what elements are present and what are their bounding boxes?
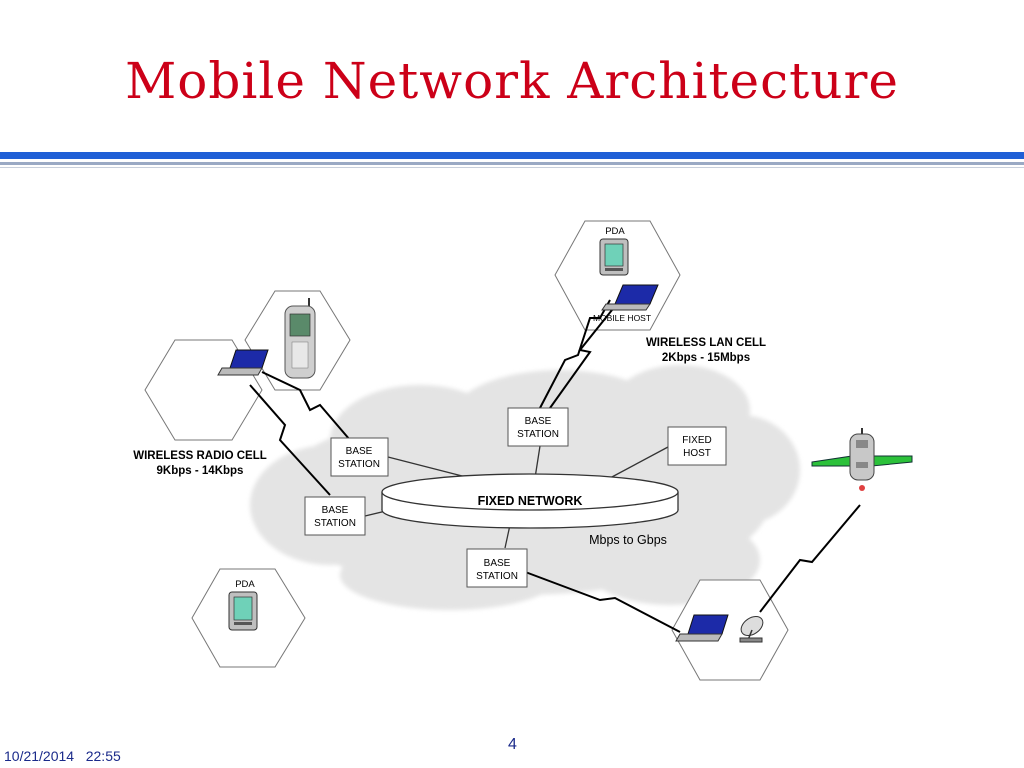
pda-bottom-icon <box>228 591 258 631</box>
fixed-network-label: FIXED NETWORK <box>478 494 583 508</box>
wireless-radio-cell-label: WIRELESS RADIO CELL <box>133 450 267 462</box>
base-station-label: STATION <box>476 571 518 582</box>
fixed-host-label: FIXED <box>682 435 711 446</box>
satellite-icon <box>811 428 913 491</box>
wired-links <box>364 445 669 549</box>
pda-top-icon <box>599 238 629 276</box>
base-station-label: BASE <box>346 446 373 457</box>
wireless-links <box>249 299 861 633</box>
wireless-lan-speed-label: 2Kbps - 15Mbps <box>662 352 750 364</box>
title-rule-blue <box>0 152 1024 159</box>
laptop-icon-radio-cell <box>217 349 269 376</box>
pda-top-label: PDA <box>605 226 625 237</box>
base-station-left-lower: BASE STATION <box>304 496 366 536</box>
title-rule-gray <box>0 162 1024 165</box>
base-station-label: STATION <box>314 518 356 529</box>
base-station-label: STATION <box>338 459 380 470</box>
fixed-host-label: HOST <box>683 448 711 459</box>
mobile-host-label: MOBILE HOST <box>593 313 651 323</box>
footer-date: 10/21/2014 22:55 <box>4 748 121 764</box>
pda-bottom-label: PDA <box>235 579 255 590</box>
hex-cell-satellite-laptop <box>671 579 789 681</box>
wireless-lan-cell-label: WIRELESS LAN CELL <box>646 337 766 349</box>
base-station-label: BASE <box>322 505 349 516</box>
slide-title: Mobile Network Architecture <box>125 52 899 110</box>
base-station-label: BASE <box>525 416 552 427</box>
fixed-host-box: FIXED HOST <box>667 426 727 466</box>
page-number: 4 <box>508 736 517 753</box>
wireless-radio-speed-label: 9Kbps - 14Kbps <box>157 465 244 477</box>
title-rule-thin <box>0 167 1024 168</box>
laptop-icon-mobile-host <box>601 284 659 311</box>
base-station-label: BASE <box>484 558 511 569</box>
fixed-network-speed-label: Mbps to Gbps <box>589 533 667 547</box>
cell-phone-icon <box>284 298 316 379</box>
satellite-dish-icon <box>739 615 764 643</box>
base-station-label: STATION <box>517 429 559 440</box>
base-station-left-upper: BASE STATION <box>330 437 389 477</box>
base-station-bottom: BASE STATION <box>466 548 528 588</box>
laptop-icon-satellite <box>675 614 729 642</box>
fixed-network-disk <box>381 473 679 529</box>
base-station-top: BASE STATION <box>507 407 569 447</box>
